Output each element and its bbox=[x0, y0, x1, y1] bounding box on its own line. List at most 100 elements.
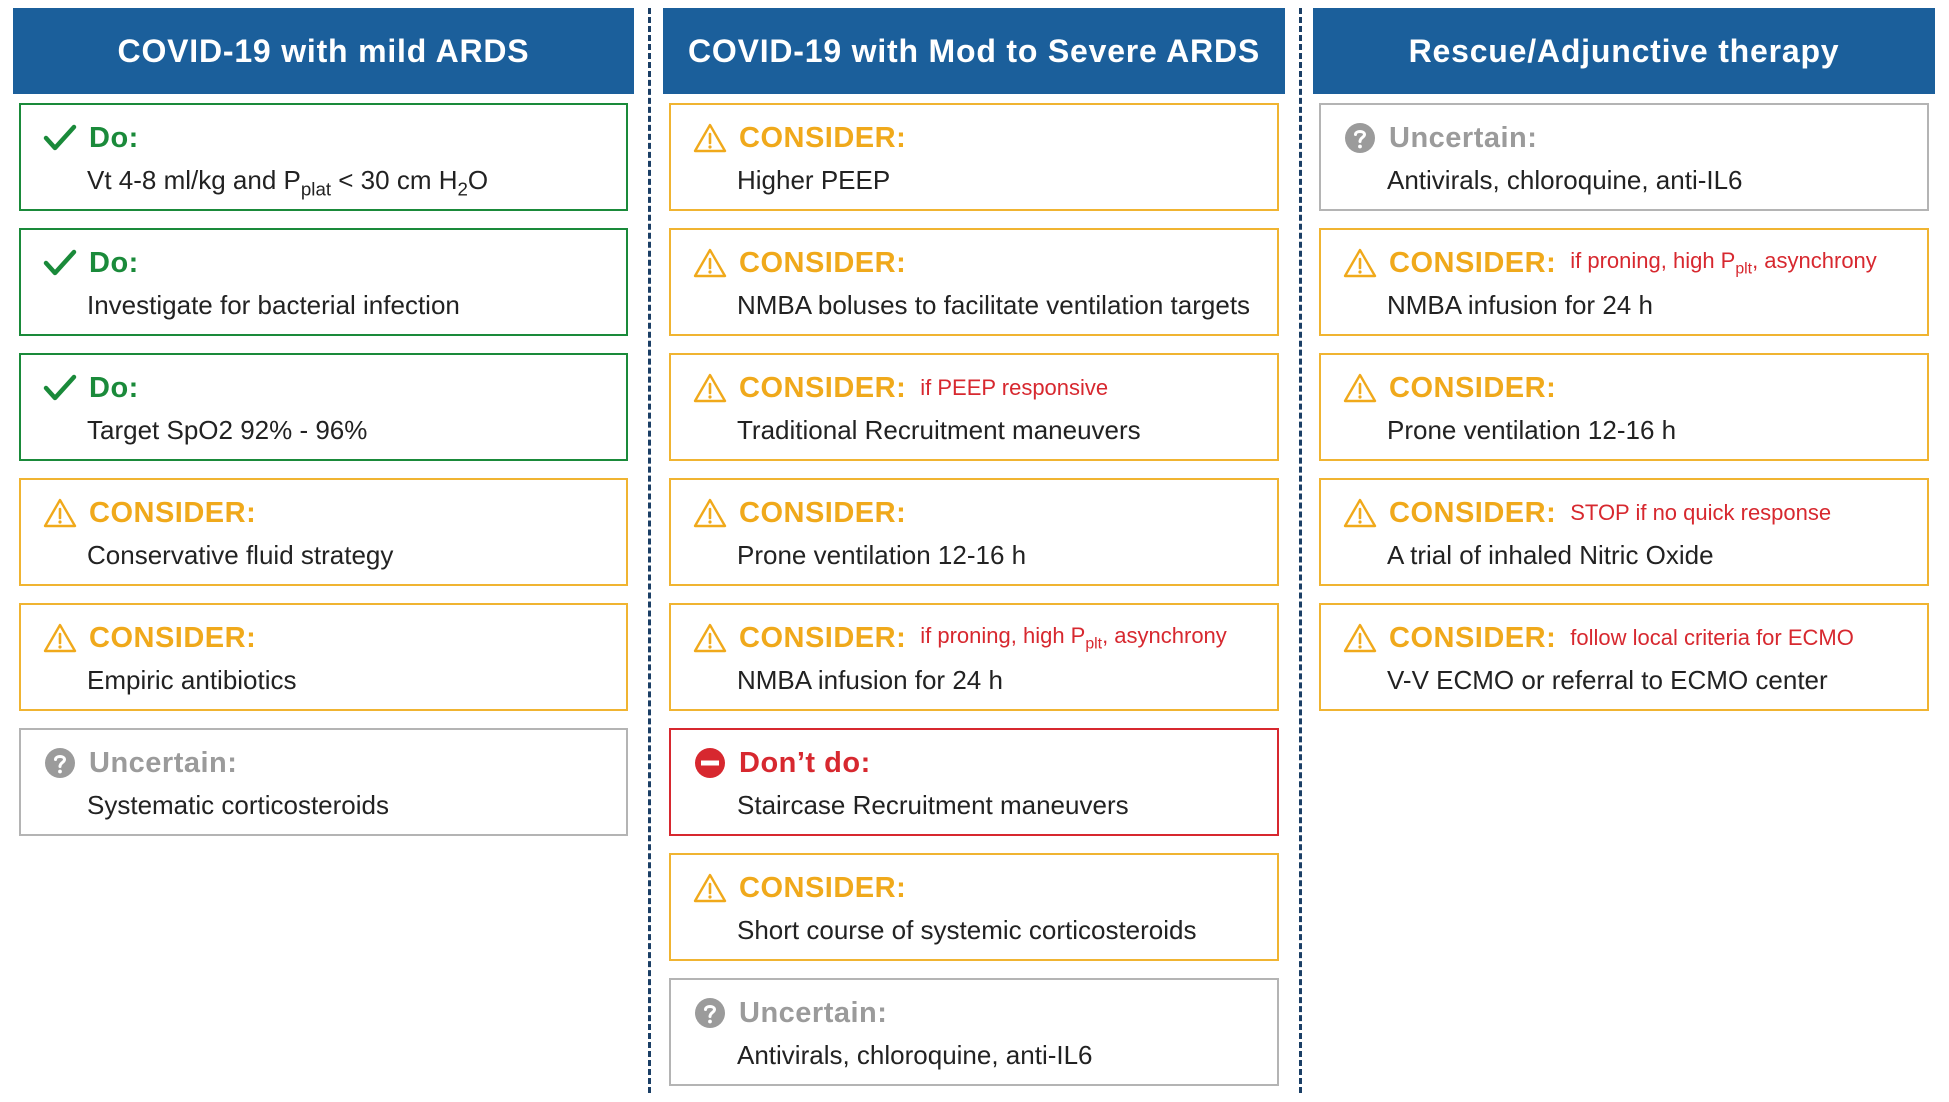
text-part: < 30 cm H bbox=[331, 165, 458, 195]
card-heading: Do: bbox=[41, 119, 139, 157]
card-heading: Don’t do: bbox=[691, 744, 871, 782]
card-text: A trial of inhaled Nitric Oxide bbox=[1387, 540, 1714, 570]
card-label: CONSIDER: bbox=[739, 121, 907, 154]
uncertain-card: Uncertain: Antivirals, chloroquine, anti-… bbox=[1319, 103, 1929, 211]
card-heading: CONSIDER: bbox=[691, 869, 906, 907]
warning-triangle-icon bbox=[691, 869, 729, 907]
card-text: Prone ventilation 12-16 h bbox=[737, 540, 1027, 570]
card-label: CONSIDER: bbox=[739, 246, 907, 279]
card-qualifier: if PEEP responsive bbox=[920, 375, 1109, 400]
subscript: plt bbox=[1735, 260, 1753, 278]
subscript: plt bbox=[1085, 635, 1103, 653]
card-text: Vt 4-8 ml/kg and Pplat < 30 cm H2O bbox=[87, 165, 488, 201]
card-heading: CONSIDER:follow local criteria for ECMO bbox=[1341, 619, 1854, 657]
card-text: NMBA infusion for 24 h bbox=[737, 665, 1003, 695]
warning-triangle-icon bbox=[691, 244, 729, 282]
card-heading: Uncertain: bbox=[691, 994, 887, 1032]
column-header: COVID-19 with Mod to Severe ARDS bbox=[663, 8, 1285, 94]
checkmark-icon bbox=[41, 369, 79, 407]
consider-card: CONSIDER:if proning, high Pplt, asynchro… bbox=[669, 603, 1279, 711]
text-part: Vt 4-8 ml/kg and P bbox=[87, 165, 301, 195]
card-label: CONSIDER: bbox=[89, 621, 257, 654]
card-label: Uncertain: bbox=[1389, 121, 1538, 154]
card-label: CONSIDER: bbox=[739, 371, 907, 404]
do-card: Do: Vt 4-8 ml/kg and Pplat < 30 cm H2O bbox=[19, 103, 628, 211]
consider-card: CONSIDER: NMBA boluses to facilitate vent… bbox=[669, 228, 1279, 336]
uncertain-card: Uncertain:Systematic corticosteroids bbox=[19, 728, 628, 836]
warning-triangle-icon bbox=[41, 494, 79, 532]
consider-card: CONSIDER: Prone ventilation 12-16 h bbox=[669, 478, 1279, 586]
card-text: Prone ventilation 12-16 h bbox=[1387, 415, 1677, 445]
card-label: Don’t do: bbox=[739, 746, 871, 779]
card-text: Higher PEEP bbox=[737, 165, 891, 195]
card-heading: CONSIDER: bbox=[41, 494, 256, 532]
consider-card: CONSIDER: Short course of systemic cortic… bbox=[669, 853, 1279, 961]
card-label: CONSIDER: bbox=[89, 496, 257, 529]
card-text: V-V ECMO or referral to ECMO center bbox=[1387, 665, 1828, 695]
card-text: Staircase Recruitment maneuvers bbox=[737, 790, 1129, 820]
card-text: Antivirals, chloroquine, anti-IL6 bbox=[737, 1040, 1093, 1070]
consider-card: CONSIDER:if proning, high Pplt, asynchro… bbox=[1319, 228, 1929, 336]
warning-triangle-icon bbox=[41, 619, 79, 657]
qualifier-part: , asynchrony bbox=[1102, 622, 1227, 648]
card-label: CONSIDER: bbox=[1389, 496, 1557, 529]
warning-triangle-icon bbox=[1341, 494, 1379, 532]
warning-triangle-icon bbox=[1341, 619, 1379, 657]
warning-triangle-icon bbox=[1341, 369, 1379, 407]
card-label: Do: bbox=[89, 121, 139, 154]
checkmark-icon bbox=[41, 244, 79, 282]
card-text: Short course of systemic corticosteroids bbox=[737, 915, 1197, 945]
consider-card: CONSIDER: Conservative fluid strategy bbox=[19, 478, 628, 586]
do-card: Do: Investigate for bacterial infection bbox=[19, 228, 628, 336]
card-heading: CONSIDER: bbox=[691, 119, 906, 157]
card-label: CONSIDER: bbox=[739, 871, 907, 904]
warning-triangle-icon bbox=[691, 619, 729, 657]
card-label: Do: bbox=[89, 246, 139, 279]
no-entry-icon bbox=[691, 744, 729, 782]
card-text: Traditional Recruitment maneuvers bbox=[737, 415, 1141, 445]
card-label: Do: bbox=[89, 371, 139, 404]
card-heading: Do: bbox=[41, 369, 139, 407]
warning-triangle-icon bbox=[1341, 244, 1379, 282]
card-list: CONSIDER: Higher PEEP CONSIDER: NMBA boluse… bbox=[663, 103, 1285, 1086]
card-heading: Uncertain: bbox=[1341, 119, 1537, 157]
subscript: plat bbox=[300, 178, 332, 200]
qualifier-part: if proning, high P bbox=[920, 622, 1086, 648]
warning-triangle-icon bbox=[691, 494, 729, 532]
card-text: Antivirals, chloroquine, anti-IL6 bbox=[1387, 165, 1743, 195]
uncertain-card: Uncertain: Antivirals, chloroquine, anti-… bbox=[669, 978, 1279, 1086]
checkmark-icon bbox=[41, 119, 79, 157]
card-heading: CONSIDER: if PEEP responsive bbox=[691, 369, 1108, 407]
card-heading: CONSIDER: bbox=[691, 494, 906, 532]
card-heading: CONSIDER:if proning, high Pplt, asynchro… bbox=[1341, 244, 1877, 282]
column-header: Rescue/Adjunctive therapy bbox=[1313, 8, 1935, 94]
qualifier-part: if proning, high P bbox=[1570, 247, 1736, 273]
card-text: Systematic corticosteroids bbox=[87, 790, 389, 820]
column-mod-severe-ards: COVID-19 with Mod to Severe ARDS CONSIDE… bbox=[663, 8, 1285, 1086]
card-text: Target SpO2 92% - 96% bbox=[87, 415, 368, 445]
dont-card: Don’t do: Staircase Recruitment maneuvers bbox=[669, 728, 1279, 836]
subscript: 2 bbox=[457, 178, 468, 200]
column-mild-ards: COVID-19 with mild ARDS Do:Vt 4-8 ml/kg … bbox=[13, 8, 634, 836]
consider-card: CONSIDER: Higher PEEP bbox=[669, 103, 1279, 211]
column-rescue-adjunctive: Rescue/Adjunctive therapy Uncertain: Anti… bbox=[1313, 8, 1935, 711]
card-heading: CONSIDER: bbox=[691, 244, 906, 282]
question-circle-icon bbox=[691, 994, 729, 1032]
warning-triangle-icon bbox=[691, 119, 729, 157]
card-qualifier: follow local criteria for ECMO bbox=[1570, 625, 1854, 650]
card-text: Investigate for bacterial infection bbox=[87, 290, 460, 320]
card-text: NMBA infusion for 24 h bbox=[1387, 290, 1653, 320]
card-heading: Do: bbox=[41, 244, 139, 282]
card-text: Conservative fluid strategy bbox=[87, 540, 394, 570]
warning-triangle-icon bbox=[691, 369, 729, 407]
card-heading: CONSIDER:if proning, high Pplt, asynchro… bbox=[691, 619, 1227, 657]
card-list: Uncertain: Antivirals, chloroquine, anti-… bbox=[1313, 103, 1935, 711]
question-circle-icon bbox=[41, 744, 79, 782]
consider-card: CONSIDER:Prone ventilation 12-16 h bbox=[1319, 353, 1929, 461]
consider-card: CONSIDER:Empiric antibiotics bbox=[19, 603, 628, 711]
card-heading: CONSIDER: bbox=[41, 619, 256, 657]
card-text: NMBA boluses to facilitate ventilation t… bbox=[737, 290, 1251, 320]
